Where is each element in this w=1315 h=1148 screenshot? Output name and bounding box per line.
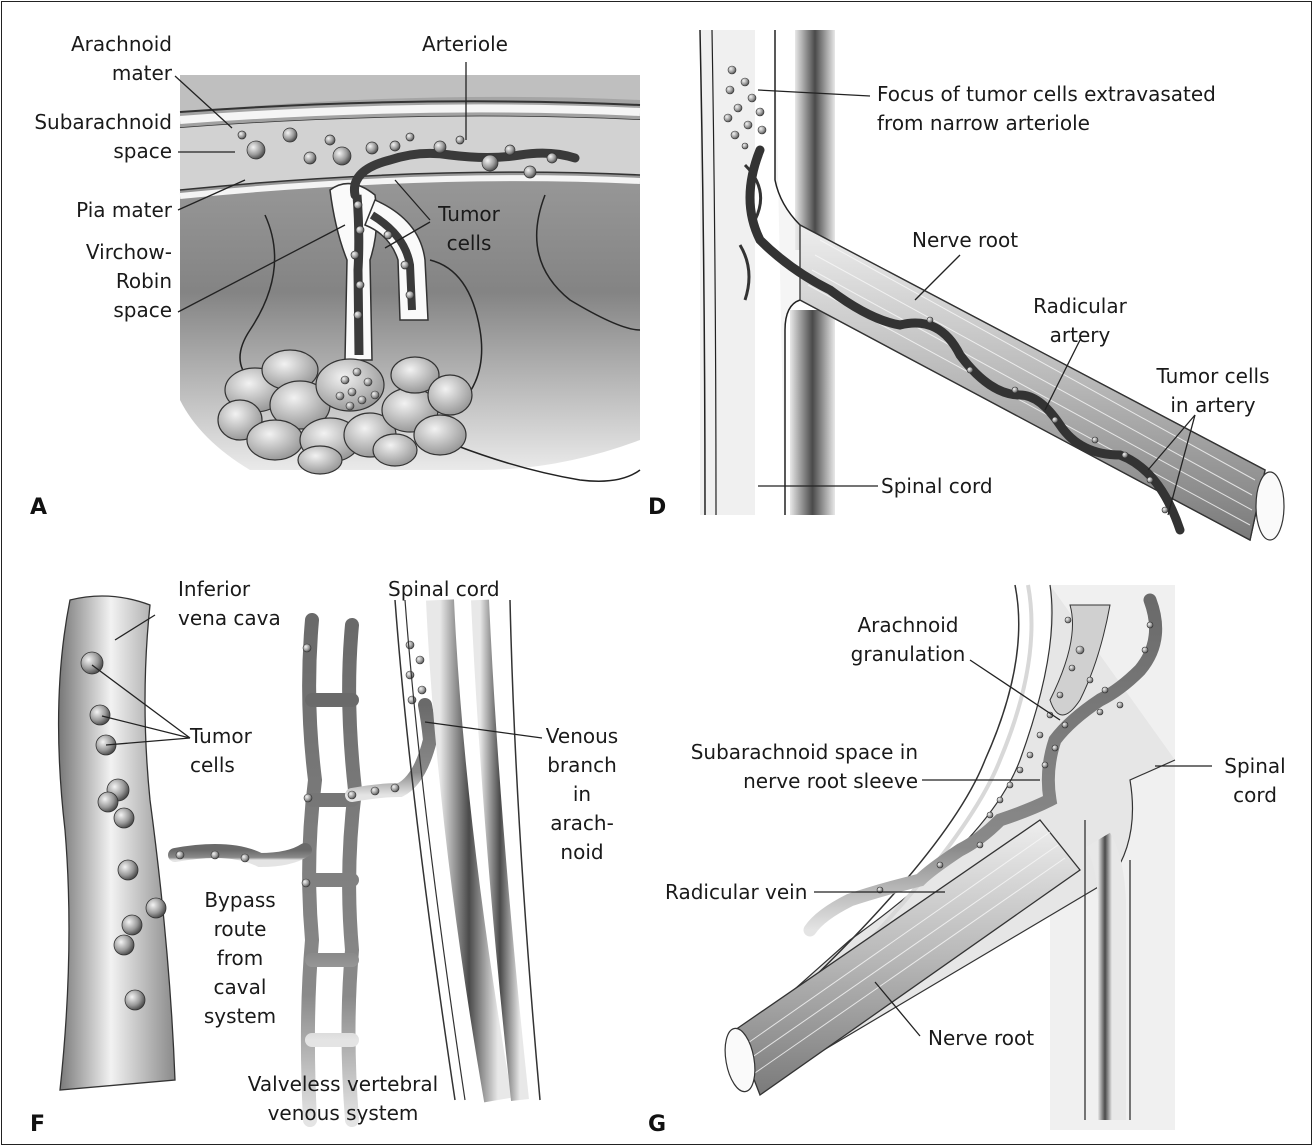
label-radicular-vein: Radicular vein xyxy=(665,878,807,907)
label-d-spinal-cord: Spinal cord xyxy=(881,472,993,501)
label-d-nerve-root: Nerve root xyxy=(912,226,1018,255)
label-f-spinal-cord: Spinal cord xyxy=(388,575,500,604)
panel-letter-f: F xyxy=(30,1112,45,1137)
label-arteriole: Arteriole xyxy=(422,30,508,59)
label-g-nerve-root: Nerve root xyxy=(928,1024,1034,1053)
label-pia-mater: Pia mater xyxy=(40,196,172,225)
panel-letter-d: D xyxy=(648,495,666,520)
panel-letter-g: G xyxy=(648,1112,666,1137)
panel-f-art xyxy=(59,596,542,1120)
panel-letter-a: A xyxy=(30,495,47,520)
panel-a-art xyxy=(175,62,640,481)
